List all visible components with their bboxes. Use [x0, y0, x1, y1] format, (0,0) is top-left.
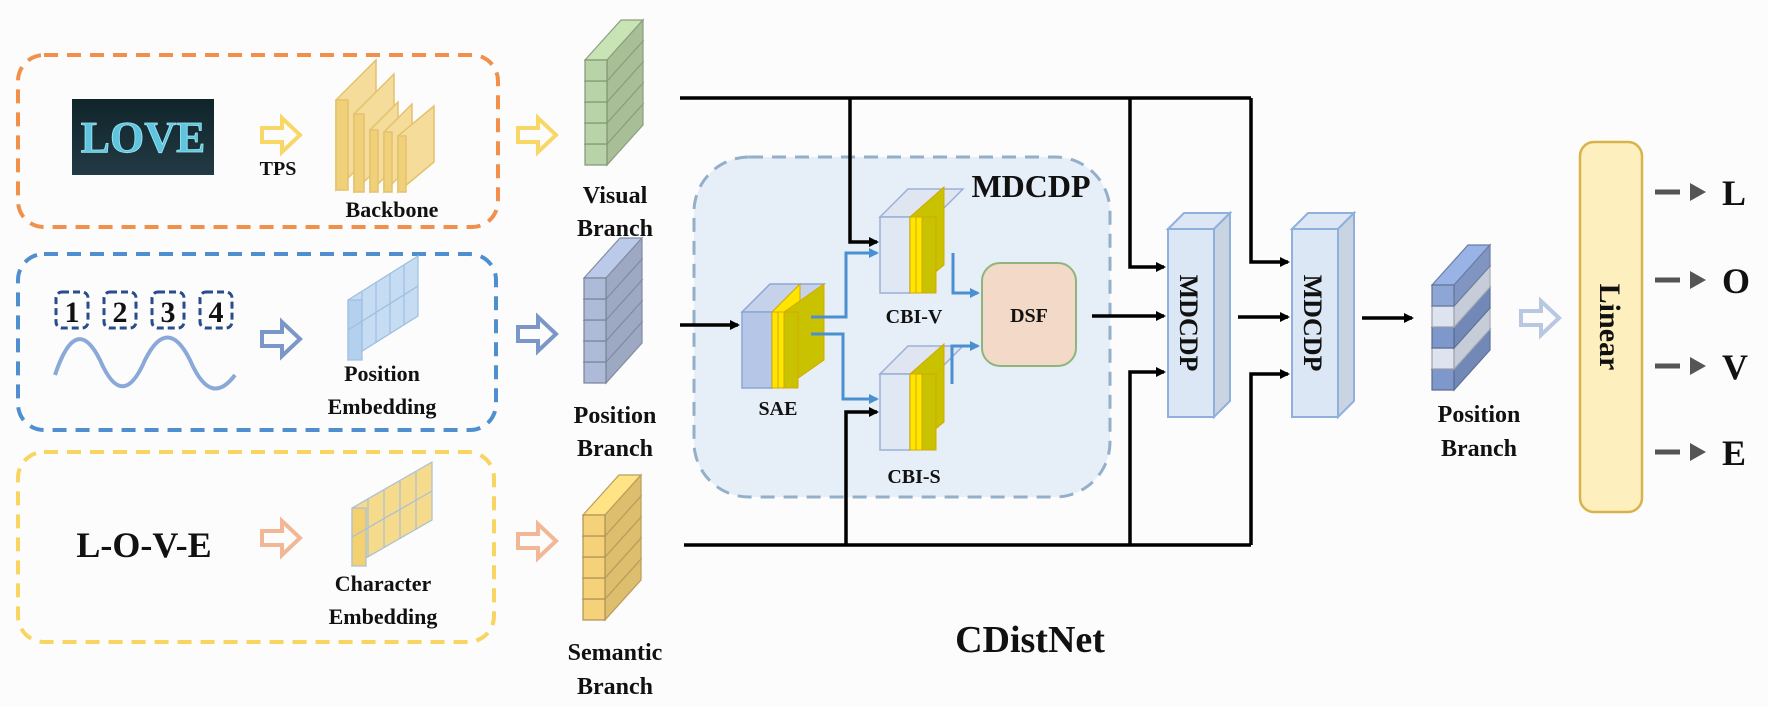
output-char-l: L — [1722, 173, 1746, 213]
visual-branch-label-line2: Branch — [577, 216, 653, 242]
output-arrow-icon — [1690, 183, 1706, 201]
tps-arrow-icon — [260, 113, 303, 157]
input-text-love: L-O-V-E — [76, 525, 211, 565]
cbi-v-module-icon — [878, 185, 965, 295]
linear-layer — [1578, 140, 1644, 514]
semantic-branch-label-line1: Semantic — [568, 640, 663, 666]
output-branch-label-line1: Position — [1438, 402, 1521, 428]
cbi-v-label: CBI-V — [886, 306, 943, 328]
feature-bar — [583, 18, 645, 83]
sae-module-icon — [740, 282, 826, 390]
mdcdp-module-2: MDCDP — [1289, 210, 1357, 420]
linear-label: Linear — [1593, 284, 1626, 371]
visual-to-mdcdp2-wire — [1249, 98, 1290, 267]
input-image-text: LOVE — [81, 113, 206, 162]
visual-to-mdcdp1-wire — [1128, 98, 1166, 272]
index-3: 3 — [161, 296, 176, 329]
feature-bar — [581, 473, 643, 538]
feature-bar — [582, 236, 644, 301]
mdcdp-module-1: MDCDP — [1165, 210, 1233, 420]
output-position-branch-stack — [1430, 243, 1492, 392]
output-to-linear-arrow-icon — [1519, 296, 1562, 340]
visual-input-panel: LOVE TPS Backbone — [16, 53, 500, 229]
dsf-label: DSF — [1010, 305, 1048, 327]
dsf-module — [981, 262, 1077, 367]
feature-bar — [1430, 243, 1492, 308]
semantic-branch-label-line2: Branch — [577, 674, 653, 700]
output-characters: L O V E — [1655, 173, 1750, 473]
output-character: L — [1655, 173, 1746, 213]
index-2: 2 — [113, 296, 128, 329]
semantic-to-mdcdp1-wire — [1128, 367, 1166, 545]
semantic-panel-border — [16, 450, 496, 644]
index-boxes: 1 2 3 4 — [54, 290, 234, 330]
position-embedding-label-line2: Embedding — [328, 394, 437, 419]
output-arrow-icon — [1690, 271, 1706, 289]
backbone-label: Backbone — [346, 197, 439, 222]
output-char-v: V — [1722, 347, 1748, 387]
output-branch-label-line2: Branch — [1441, 436, 1517, 462]
position-panel-border — [16, 252, 498, 432]
character-embedding-icon — [351, 460, 433, 568]
position-embedding-icon — [347, 254, 419, 362]
sae-label: SAE — [759, 398, 798, 420]
position-input-panel: 1 2 3 4 Position Embedding — [16, 252, 498, 432]
cbi-s-to-dsf-connector — [950, 341, 980, 384]
position-arrow-icon — [260, 317, 303, 361]
output-arrow-icon — [1690, 357, 1706, 375]
semantic-input-panel: L-O-V-E Character Embedding — [16, 450, 496, 644]
sinusoid-wave-icon — [53, 335, 237, 391]
mdcdp-2-label: MDCDP — [1298, 275, 1327, 372]
index-4: 4 — [209, 296, 224, 329]
position-branch-label-line1: Position — [574, 403, 657, 429]
output-char-e: E — [1722, 433, 1746, 473]
cbi-v-to-dsf-connector — [951, 253, 980, 298]
tps-label: TPS — [260, 158, 297, 180]
visual-panel-border — [16, 53, 500, 229]
position-branch-stack — [582, 236, 644, 385]
position-branch-label-line2: Branch — [577, 436, 653, 462]
mdcdp-block-title: MDCDP — [971, 168, 1090, 204]
diagram-title: CDistNet — [955, 619, 1105, 661]
semantic-to-branch-arrow-icon — [516, 519, 559, 563]
character-embedding-label-line1: Character — [335, 571, 432, 596]
visual-branch-stack — [583, 18, 645, 167]
output-character: O — [1655, 261, 1750, 301]
mdcdp-block-border — [692, 155, 1112, 499]
output-character: E — [1655, 433, 1746, 473]
mdcdp-detail-block: MDCDP SAE CBI-V — [692, 155, 1112, 499]
mdcdp-1-label: MDCDP — [1174, 275, 1203, 372]
visual-to-cbi-v-wire — [848, 98, 879, 247]
semantic-to-cbi-s-wire — [844, 407, 879, 545]
semantic-arrow-icon — [260, 516, 303, 560]
sae-to-cbi-s-connector — [811, 332, 879, 404]
backbone-icon — [335, 58, 435, 194]
visual-to-branch-arrow-icon — [516, 113, 559, 157]
index-1: 1 — [65, 296, 80, 329]
position-embedding-label-line1: Position — [344, 361, 420, 386]
character-embedding-label-line2: Embedding — [329, 604, 438, 629]
sae-to-cbi-v-connector — [811, 248, 879, 319]
cbi-s-module-icon — [878, 342, 965, 452]
semantic-to-mdcdp2-wire — [1249, 369, 1290, 545]
connection-wires — [680, 96, 1414, 547]
output-character: V — [1655, 347, 1748, 387]
visual-branch-label-line1: Visual — [583, 183, 648, 209]
position-to-branch-arrow-icon — [516, 312, 559, 356]
output-char-o: O — [1722, 261, 1750, 301]
semantic-branch-stack — [581, 473, 643, 622]
output-arrow-icon — [1690, 443, 1706, 461]
input-image: LOVE — [72, 99, 214, 175]
cbi-s-label: CBI-S — [887, 466, 940, 488]
